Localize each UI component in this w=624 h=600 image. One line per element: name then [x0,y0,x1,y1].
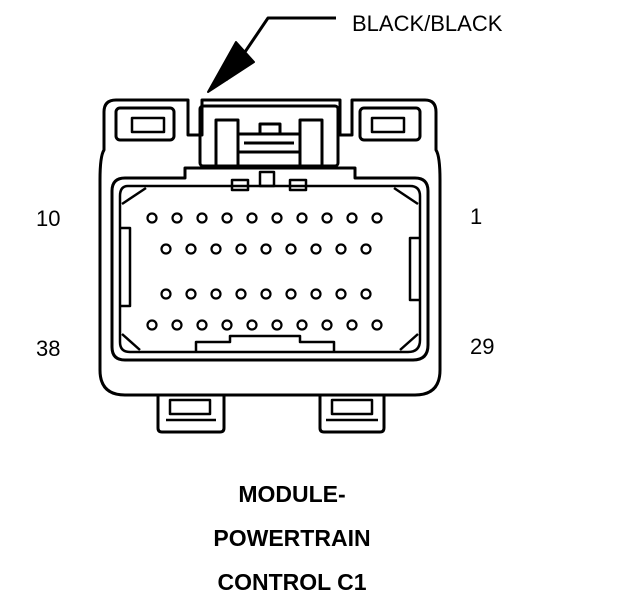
pin-cavity [335,243,347,255]
pin-label-bottom-left: 38 [36,336,61,361]
connector-face-inner [118,184,422,354]
pin-cavity [196,319,208,331]
pin-cavity [321,319,333,331]
pin-cavity [310,243,322,255]
pin-cavity [221,212,233,224]
pin-label-top-left: 10 [36,206,61,231]
pin-cavity [271,319,283,331]
pin-cavity [185,243,197,255]
pin-cavity [321,212,333,224]
key-rib-right [288,178,308,192]
pin-cavity [221,319,233,331]
pin-cavity [296,212,308,224]
pin-cavity [146,319,158,331]
pin-cavity [235,243,247,255]
connector-title-line-3: CONTROL C1 [217,569,367,595]
pin-cavity [260,243,272,255]
pin-label-bottom-right: 29 [470,334,495,359]
pin-cavity [185,288,197,300]
connector-face-outline [110,166,430,362]
mounting-tab-bottom-left [156,395,226,434]
pin-cavity [335,288,347,300]
pin-cavity [246,212,258,224]
mounting-tab-top-left [114,106,176,142]
callout-arrow [207,16,336,93]
key-rib-center [258,170,276,188]
pin-cavity [285,243,297,255]
mounting-tab-bottom-right [318,395,386,434]
mounting-tab-top-right [358,106,422,142]
side-notch-left [120,226,132,308]
pin-cavity [371,319,383,331]
corner-chamfer-top-left [121,186,147,206]
key-rib-left [230,178,250,192]
pin-cavity [260,288,272,300]
side-notch-right [408,236,420,302]
pin-cavity [285,288,297,300]
pin-cavity [196,212,208,224]
wire-color-callout: BLACK/BLACK [352,11,503,36]
pin-cavity [271,212,283,224]
bottom-keyway [194,334,336,352]
pin-cavity [296,319,308,331]
pin-cavity [171,319,183,331]
pin-cavity [171,212,183,224]
pin-cavity [346,212,358,224]
corner-chamfer-bottom-left [121,333,141,351]
pin-cavity [360,288,372,300]
pin-cavity [210,288,222,300]
pin-cavities [146,212,383,331]
connector-title-line-2: POWERTRAIN [213,525,371,551]
connector-housing [98,98,442,397]
pin-cavity [310,288,322,300]
pin-cavity [160,288,172,300]
pin-cavity [210,243,222,255]
connector-title-line-1: MODULE- [238,481,346,507]
corner-chamfer-top-right [393,186,419,206]
pin-cavity [346,319,358,331]
pin-cavity [371,212,383,224]
locking-latch [198,104,340,168]
pin-cavity [360,243,372,255]
pin-cavity [146,212,158,224]
pin-cavity [160,243,172,255]
pin-cavity [235,288,247,300]
pin-label-top-right: 1 [470,204,483,229]
corner-chamfer-bottom-right [399,333,419,351]
pin-cavity [246,319,258,331]
